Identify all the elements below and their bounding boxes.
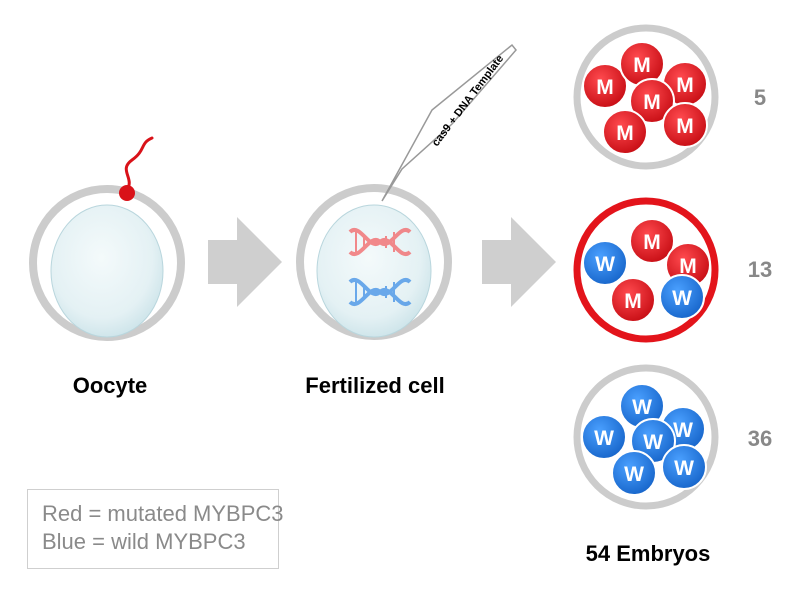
callout-text: cas9 + DNA Template (430, 53, 506, 149)
embryo-cell-letter: W (632, 396, 652, 419)
embryo-cell-letter: W (624, 463, 644, 486)
oocyte-label: Oocyte (73, 373, 148, 398)
embryo-wild-cell (611, 450, 657, 496)
arrow-1 (208, 217, 282, 307)
fertilized-label: Fertilized cell (305, 373, 444, 398)
dna-wild-icon (348, 277, 412, 307)
legend-box: Red = mutated MYBPC3 Blue = wild MYBPC3 (27, 489, 284, 569)
embryo-mutated-cell (629, 78, 675, 124)
embryo-cell-letter: W (594, 427, 614, 450)
embryo-mutated-cell (662, 102, 708, 148)
arrow-2 (482, 217, 556, 307)
embryo-cell-letter: W (674, 457, 694, 480)
embryo-cell-letter: M (596, 76, 614, 99)
embryo-cell-letter: M (624, 290, 642, 313)
dna-mutated-icon (348, 227, 412, 257)
embryo-cell-letter: M (676, 74, 694, 97)
embryo-mutated-cell (610, 277, 656, 323)
embryo-cell-letter: W (643, 431, 663, 454)
embryo-mutated-cell (602, 109, 648, 155)
sperm-icon (119, 136, 154, 201)
embryo-cell-letter: M (643, 91, 661, 114)
embryo-wild-cell (661, 444, 707, 490)
embryo-cell-letter: M (676, 115, 694, 138)
embryo-wild-cell (582, 240, 628, 286)
embryo-cell-letter: M (616, 122, 634, 145)
embryo-count: 13 (748, 257, 772, 282)
embryos-label: 54 Embryos (586, 541, 711, 566)
embryo-cell-letter: M (679, 255, 697, 278)
embryo-cell-letter: W (673, 419, 693, 442)
embryo-mutated-cell (582, 63, 628, 109)
fertilized-cell (296, 184, 452, 340)
callout-bubble: cas9 + DNA Template (381, 43, 517, 202)
embryo-cell-letter: M (643, 231, 661, 254)
embryo-cell-letter: W (595, 253, 615, 276)
legend-blue-text: Blue = wild MYBPC3 (42, 529, 246, 554)
embryo-count: 5 (754, 85, 766, 110)
embryo-mutated-cell (629, 218, 675, 264)
embryo-cell-letter: W (672, 287, 692, 310)
embryo-wild-cell (581, 414, 627, 460)
embryo-wild-cell (659, 274, 705, 320)
legend-red-text: Red = mutated MYBPC3 (42, 501, 284, 526)
embryo-count: 36 (748, 426, 772, 451)
embryo-cell-letter: M (633, 54, 651, 77)
oocyte-cell (29, 185, 185, 341)
